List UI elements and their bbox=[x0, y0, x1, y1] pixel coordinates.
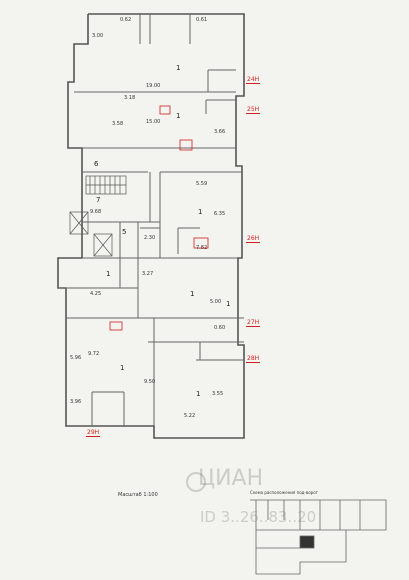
dimension-label: 0.60 bbox=[214, 325, 226, 331]
dimension-label: 15.00 bbox=[146, 119, 161, 125]
scale-label: Масштаб 1:100 bbox=[118, 492, 158, 498]
dimension-label: 7.82 bbox=[196, 245, 208, 251]
dimension-label: 0.61 bbox=[196, 17, 208, 23]
watermark-logo-icon bbox=[186, 472, 206, 492]
dimension-label: 4.25 bbox=[90, 291, 102, 297]
elevator-shafts bbox=[69, 211, 113, 257]
room-number: 1 bbox=[226, 300, 231, 308]
dimension-label: 3.55 bbox=[212, 391, 224, 397]
room-number: 1 bbox=[190, 290, 195, 298]
room-number: 5 bbox=[122, 228, 127, 236]
unit-tag: 26Н bbox=[246, 235, 261, 243]
dimension-label: 9.68 bbox=[90, 209, 102, 215]
dimension-label: 19.00 bbox=[146, 83, 161, 89]
watermark-brand: ЦИАН bbox=[198, 466, 264, 491]
room-number: 1 bbox=[176, 64, 181, 72]
room-number: 1 bbox=[176, 112, 181, 120]
dimension-label: 0.62 bbox=[120, 17, 132, 23]
dimension-label: 5.59 bbox=[196, 181, 208, 187]
unit-tag: 24Н bbox=[246, 76, 261, 84]
outer-walls bbox=[57, 13, 245, 439]
dimension-label: 6.35 bbox=[214, 211, 226, 217]
unit-tag: 29Н bbox=[86, 429, 101, 437]
mini-plan bbox=[250, 499, 387, 575]
dimension-label: 3.58 bbox=[112, 121, 124, 127]
dimension-label: 5.00 bbox=[210, 299, 222, 305]
interior-walls bbox=[58, 14, 244, 426]
room-number: 1 bbox=[196, 390, 201, 398]
mini-plan-title: Схема расположения под-ворот bbox=[250, 490, 318, 495]
room-number: 1 bbox=[120, 364, 125, 372]
stairwell bbox=[85, 175, 127, 195]
dimension-label: 3.27 bbox=[142, 271, 154, 277]
unit-tag: 25Н bbox=[246, 106, 261, 114]
unit-tag: 28Н bbox=[246, 355, 261, 363]
dimension-label: 3.96 bbox=[70, 399, 82, 405]
dimension-label: 9.72 bbox=[88, 351, 100, 357]
dimension-label: 5.96 bbox=[70, 355, 82, 361]
dimension-label: 2.30 bbox=[144, 235, 156, 241]
watermark-id: ID 3..26..83..20 bbox=[200, 508, 317, 526]
dimension-label: 5.22 bbox=[184, 413, 196, 419]
room-number: 1 bbox=[106, 270, 111, 278]
unit-tag: 27Н bbox=[246, 319, 261, 327]
dimension-label: 3.66 bbox=[214, 129, 226, 135]
dimension-label: 9.50 bbox=[144, 379, 156, 385]
room-number: 6 bbox=[94, 160, 99, 168]
room-number: 7 bbox=[96, 196, 101, 204]
unit-markers bbox=[109, 105, 209, 331]
room-number: 1 bbox=[198, 208, 203, 216]
dimension-label: 3.00 bbox=[92, 33, 104, 39]
dimension-label: 3.18 bbox=[124, 95, 136, 101]
